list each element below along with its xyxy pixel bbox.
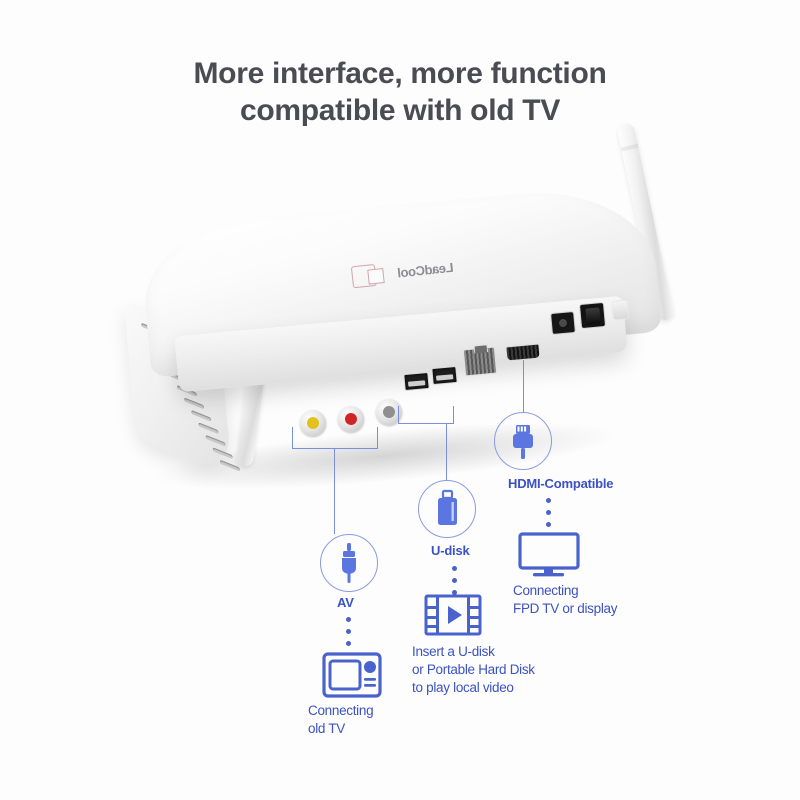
udisk-label: U-disk [431, 543, 470, 558]
usb-flash-drive-icon [418, 480, 476, 538]
av-caption: Connecting old TV [308, 702, 374, 738]
dc-power-jack-icon [550, 310, 576, 336]
title-line-1: More interface, more function [193, 57, 607, 90]
power-switch-icon [578, 301, 607, 330]
page-title: More interface, more function compatible… [0, 56, 800, 129]
av-bracket-line [292, 427, 378, 449]
av-leader-line [334, 449, 336, 534]
udisk-caption-line-1: Insert a U-disk [412, 644, 495, 659]
usb-port-icon-2 [431, 365, 458, 386]
av-dots-connector [346, 617, 351, 646]
av-label: AV [337, 595, 354, 610]
udisk-caption: Insert a U-disk or Portable Hard Disk to… [412, 643, 535, 698]
av-plug-icon [320, 534, 378, 592]
brand-logo-text: LeadCool [396, 259, 455, 281]
usb-port-icon-1 [403, 371, 430, 392]
udisk-dots-connector [452, 566, 457, 595]
hdmi-caption-line-1: Connecting [513, 583, 579, 598]
udisk-leader-line [446, 424, 448, 480]
av-caption-line-2: old TV [308, 721, 345, 737]
udisk-caption-line-2: or Portable Hard Disk [412, 662, 535, 678]
hdmi-leader-line [523, 360, 525, 412]
hdmi-dots-connector [546, 498, 551, 527]
flat-panel-tv-icon [518, 532, 580, 578]
av-caption-line-1: Connecting [308, 703, 374, 718]
hdmi-cable-plug-icon [494, 412, 552, 470]
crt-tv-icon [322, 652, 382, 698]
hdmi-caption: Connecting FPD TV or display [513, 582, 617, 618]
udisk-caption-line-3: to play local video [412, 680, 514, 696]
hdmi-port-icon [505, 343, 541, 362]
antenna-mount-icon [611, 299, 630, 321]
hdmi-caption-line-2: FPD TV or display [513, 601, 618, 617]
title-line-2: compatible with old TV [239, 93, 561, 127]
brand-logo-mark [350, 263, 377, 289]
film-play-icon [424, 594, 482, 636]
hdmi-label: HDMI-Compatible [508, 476, 614, 491]
ethernet-rj45-port-icon [462, 346, 498, 377]
udisk-bracket-line [398, 406, 454, 424]
